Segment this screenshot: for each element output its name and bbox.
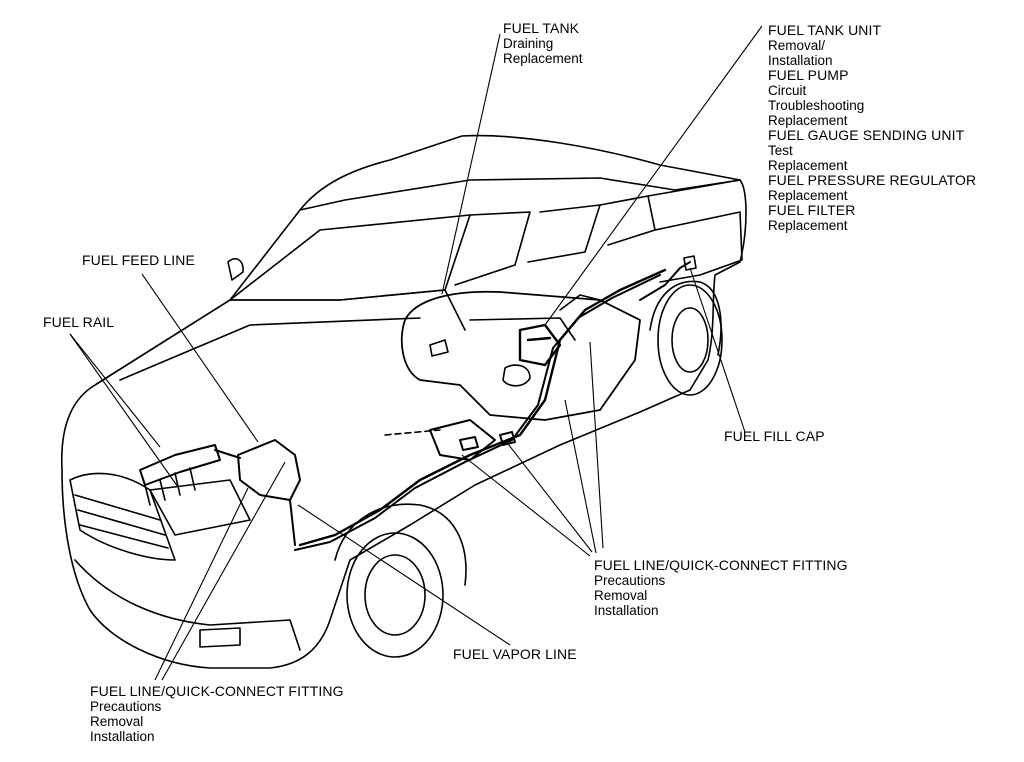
callout-fuel-filter-title: FUEL FILTER [768, 202, 856, 218]
fuel-tank-shape [400, 290, 641, 421]
hood-crease [119, 317, 421, 381]
callout-fuel-tank-unit-line: Removal/ [768, 38, 826, 53]
callout-fuel-tank: FUEL TANK Draining Replacement [503, 20, 583, 67]
leader-fuel-rail-1 [69, 333, 161, 448]
leader-fuel-rail-2 [69, 333, 179, 488]
callout-fuel-tank-unit-line: Replacement [768, 188, 848, 203]
callout-fitting-right-line: Removal [594, 588, 648, 603]
callout-fuel-rail-title: FUEL RAIL [43, 314, 115, 330]
callout-fitting-left: FUEL LINE/QUICK-CONNECT FITTING Precauti… [90, 683, 344, 745]
callout-fuel-tank-unit-line: Replacement [768, 218, 848, 233]
leader-fitting-right-2 [589, 341, 604, 549]
callout-fitting-right-line: Installation [594, 603, 659, 618]
callout-fitting-left-title: FUEL LINE/QUICK-CONNECT FITTING [90, 683, 344, 699]
fuel-line-bundle [298, 268, 667, 547]
callout-fuel-tank-line: Draining [503, 36, 554, 51]
evap-canister [429, 419, 496, 461]
rear-pillar [599, 195, 656, 246]
rear-wheel-arch [649, 280, 722, 356]
leader-fitting-right-3 [504, 439, 593, 553]
truck-body-outline [60, 134, 747, 669]
callout-fuel-vapor-line-title: FUEL VAPOR LINE [453, 646, 577, 662]
windshield [229, 214, 471, 301]
callout-fuel-tank-unit-line: Installation [768, 53, 833, 68]
callout-pressure-regulator-title: FUEL PRESSURE REGULATOR [768, 172, 977, 188]
callout-fuel-tank-unit: FUEL TANK UNIT Removal/ Installation FUE… [768, 22, 977, 234]
leader-fitting-right-4 [461, 454, 591, 557]
side-mirror [227, 258, 244, 281]
callout-fuel-feed-line: FUEL FEED LINE [82, 253, 195, 268]
injectors [144, 467, 196, 506]
rear-wheel-rim [671, 307, 709, 373]
callout-fitting-left-line: Precautions [90, 699, 162, 714]
callout-fuel-feed-line-title: FUEL FEED LINE [82, 252, 195, 268]
rear-wheel [657, 284, 723, 396]
fitting-rear [459, 431, 516, 451]
leader-fuel-vapor-line [297, 504, 511, 646]
fuel-line-bundle-3 [559, 294, 601, 311]
side-window-front [454, 211, 531, 286]
feed-line-engine [214, 449, 296, 546]
cab-roof [299, 177, 741, 211]
callout-fuel-tank-unit-line: Troubleshooting [768, 98, 865, 113]
fog-light [199, 627, 241, 648]
callout-fitting-right: FUEL LINE/QUICK-CONNECT FITTING Precauti… [594, 557, 848, 619]
callout-fitting-left-line: Installation [90, 729, 155, 744]
grille [69, 472, 176, 561]
leader-fitting-left-2 [161, 461, 286, 681]
callout-fuel-tank-unit-line: Replacement [768, 113, 848, 128]
truck-bed [654, 211, 743, 283]
bed-rail [647, 179, 741, 197]
callout-gauge-sending-unit-title: FUEL GAUGE SENDING UNIT [768, 127, 965, 143]
fuel-line-bundle-2 [294, 274, 661, 551]
leader-fuel-tank [441, 33, 501, 295]
side-window-rear [527, 204, 601, 263]
callout-fitting-left-line: Removal [90, 714, 144, 729]
callout-fitting-right-title: FUEL LINE/QUICK-CONNECT FITTING [594, 557, 848, 573]
callout-fuel-fill-cap: FUEL FILL CAP [724, 429, 825, 444]
front-wheel-arch [334, 503, 467, 586]
leader-fuel-tank-unit [544, 25, 763, 326]
callout-fuel-tank-unit-title: FUEL TANK UNIT [768, 22, 882, 38]
fuel-tank-unit [518, 323, 562, 367]
leader-fitting-right-1 [564, 399, 597, 554]
callout-fuel-rail: FUEL RAIL [43, 315, 114, 330]
fuel-tank-detail [429, 317, 576, 387]
fuel-fill-cap-shape [683, 255, 697, 271]
leader-fuel-feed-line [141, 273, 259, 443]
hood-line [94, 289, 466, 386]
callout-fuel-tank-line: Replacement [503, 51, 583, 66]
callout-fuel-tank-unit-line: Test [768, 143, 793, 158]
callout-fuel-tank-unit-line: Replacement [768, 158, 848, 173]
leader-fuel-fill-cap [689, 267, 746, 433]
callout-fitting-right-line: Precautions [594, 573, 666, 588]
callout-fuel-tank-unit-line: Circuit [768, 83, 807, 98]
grille-slats [74, 494, 169, 549]
dashed-ref-line [384, 429, 441, 436]
headlight [149, 479, 251, 536]
bumper [74, 559, 301, 651]
callout-fuel-pump-title: FUEL PUMP [768, 67, 849, 83]
front-wheel-rim [364, 554, 426, 636]
callout-fuel-vapor-line: FUEL VAPOR LINE [453, 647, 577, 662]
leader-fitting-left-1 [154, 487, 249, 681]
engine-fitting [237, 439, 301, 501]
front-wheel [346, 532, 444, 658]
callout-fuel-fill-cap-title: FUEL FILL CAP [724, 428, 825, 444]
callout-fuel-tank-title: FUEL TANK [503, 20, 580, 36]
